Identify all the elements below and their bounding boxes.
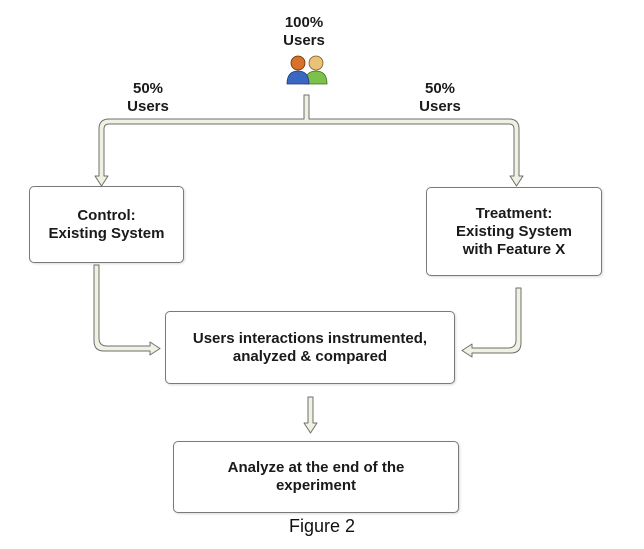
arrow-treatment-to-instrumented <box>461 287 522 358</box>
analyze-box: Analyze at the end of the experiment <box>173 441 459 513</box>
arrow-instrumented-to-analyze <box>303 396 318 434</box>
users-icon <box>286 55 328 85</box>
treatment-box: Treatment: Existing System with Feature … <box>426 187 602 276</box>
figure-caption: Figure 2 <box>288 516 356 536</box>
arrow-control-to-instrumented <box>93 264 161 356</box>
analyze-box-text: Analyze at the end of the experiment <box>227 459 405 494</box>
right-split-label: 50% Users <box>419 80 461 115</box>
treatment-box-text: Treatment: Existing System with Feature … <box>456 204 572 258</box>
left-split-label: 50% Users <box>127 80 169 115</box>
control-box: Control: Existing System <box>29 186 184 263</box>
control-box-text: Control: Existing System <box>48 206 165 242</box>
instrumented-box: Users interactions instrumented, analyze… <box>165 311 455 384</box>
total-users-label: 100% Users <box>283 14 325 49</box>
split-connector <box>94 94 524 187</box>
instrumented-box-text: Users interactions instrumented, analyze… <box>192 329 428 365</box>
